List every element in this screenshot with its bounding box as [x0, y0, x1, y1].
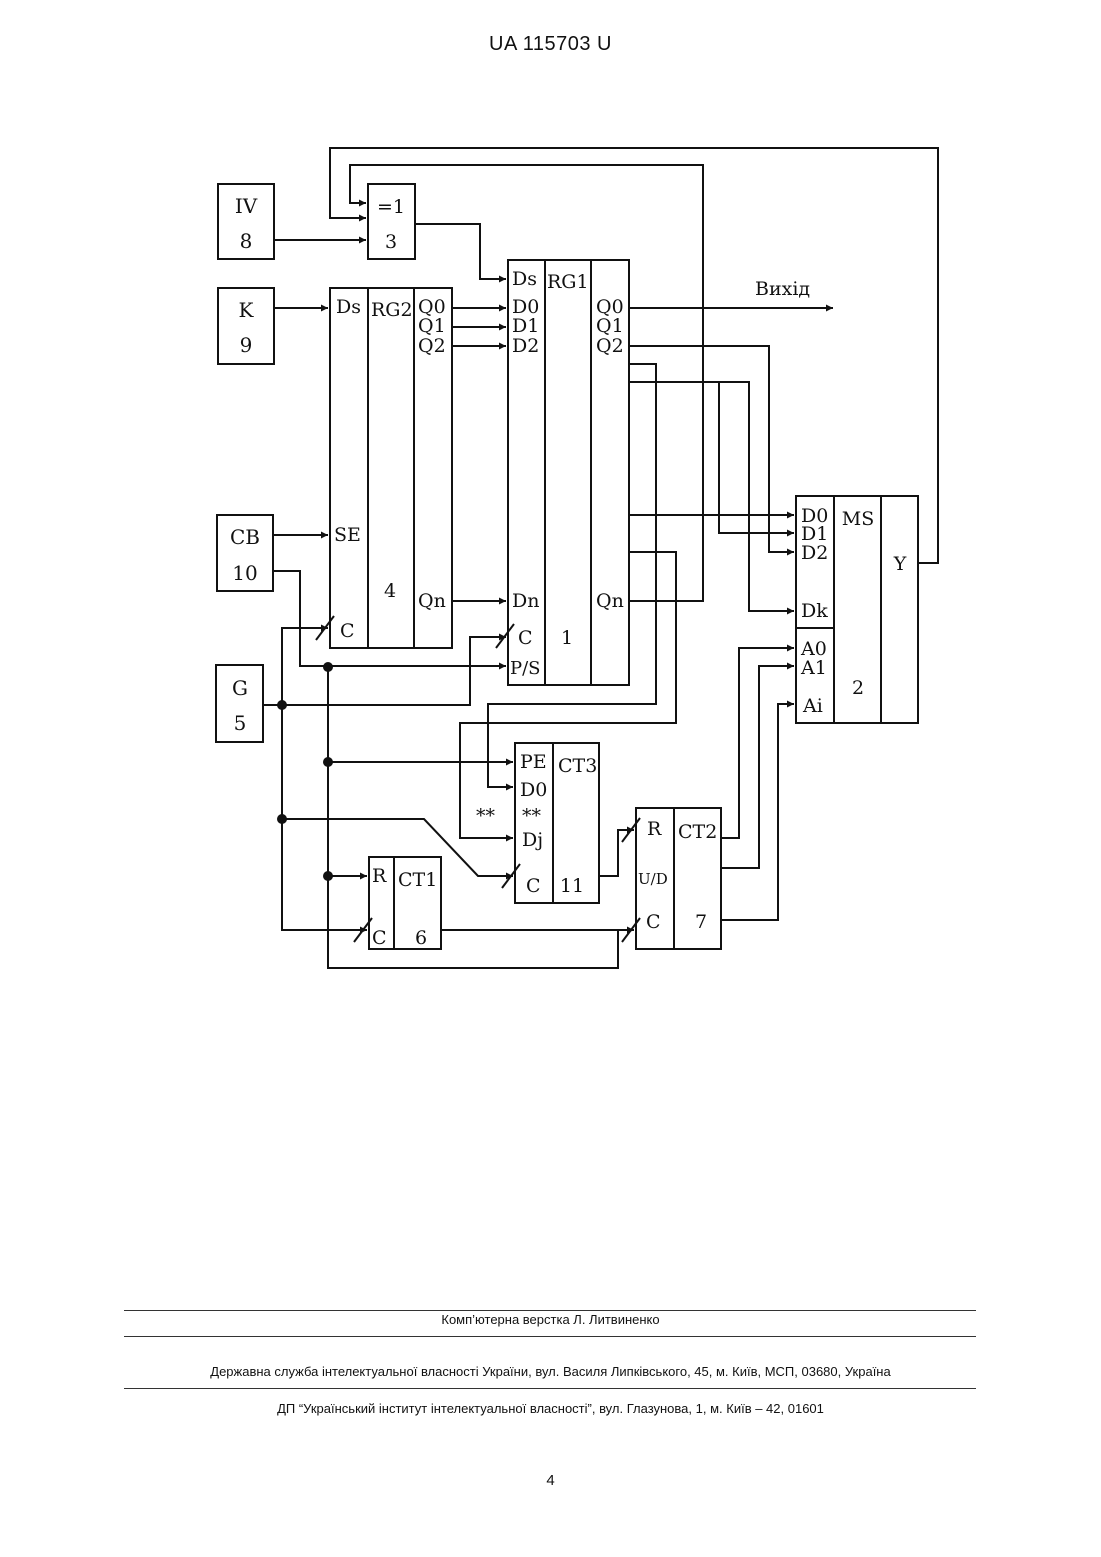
- ct1-r-label: R: [372, 865, 387, 887]
- ms-d2-label: D2: [801, 542, 828, 564]
- ct3-c-label: C: [526, 875, 541, 897]
- footer-rule-top: [124, 1310, 976, 1311]
- block-cb: CB 10: [217, 515, 273, 591]
- ct2-r-label: R: [647, 818, 662, 840]
- rg2-q2-label: Q2: [418, 335, 446, 357]
- block-rg2: Ds RG2 Q0 Q1 Q2 SE 4 Qn C: [330, 288, 452, 648]
- ct3-name: CT3: [558, 755, 597, 777]
- ms-number: 2: [852, 677, 864, 699]
- page-number: 4: [0, 1472, 1101, 1489]
- block-cb-name: CB: [230, 525, 260, 549]
- block-xor: =1 3: [368, 184, 415, 259]
- block-cb-number: 10: [232, 561, 257, 585]
- block-k-name: K: [239, 298, 255, 322]
- rg2-se-label: SE: [334, 524, 361, 546]
- rg1-number: 1: [561, 627, 573, 649]
- block-ct2: R CT2 U/D C 7: [636, 808, 721, 949]
- rg1-ps-label: P/S: [510, 658, 541, 679]
- ct3-stars-label: **: [522, 805, 542, 827]
- block-g-number: 5: [234, 711, 247, 735]
- ct3-d0-label: D0: [520, 779, 547, 801]
- ct2-c-label: C: [646, 911, 661, 933]
- block-xor-name: =1: [377, 196, 405, 218]
- footer-rule-bottom: [124, 1388, 976, 1389]
- block-k: K 9: [218, 288, 274, 364]
- rg2-c-label: C: [340, 620, 355, 642]
- rg1-qn-label: Qn: [596, 590, 624, 612]
- rg1-d2-label: D2: [512, 335, 539, 357]
- ct2-name: CT2: [678, 821, 717, 843]
- block-iv-number: 8: [240, 229, 253, 253]
- rg2-ds-label: Ds: [336, 296, 361, 318]
- ms-dk-label: Dk: [801, 600, 828, 622]
- block-g-name: G: [232, 676, 248, 700]
- rg1-ds-label: Ds: [512, 268, 537, 290]
- rg1-q2-label: Q2: [596, 335, 624, 357]
- block-rg1: Ds RG1 D0 D1 D2 Q0 Q1 Q2 Dn Qn C 1 P/S: [508, 260, 629, 685]
- ct2-ud-label: U/D: [638, 870, 668, 888]
- block-xor-number: 3: [385, 231, 397, 253]
- junction-dots: [277, 662, 333, 881]
- rg2-qn-label: Qn: [418, 590, 446, 612]
- ms-ai-label: Ai: [802, 695, 823, 717]
- block-k-number: 9: [240, 333, 253, 357]
- ct3-dj-label: Dj: [522, 829, 543, 851]
- ct2-number: 7: [695, 911, 707, 933]
- footer-rule-middle: [124, 1336, 976, 1337]
- rg1-name: RG1: [547, 271, 589, 293]
- rg1-c-label: C: [518, 627, 533, 649]
- ct3-number: 11: [560, 875, 584, 897]
- block-g: G 5: [216, 665, 263, 742]
- block-iv: IV 8: [218, 184, 274, 259]
- ms-a1-label: A1: [800, 657, 827, 679]
- rg2-number: 4: [384, 580, 396, 602]
- rg1-dn-label: Dn: [512, 590, 539, 612]
- ct1-number: 6: [415, 927, 427, 949]
- agency-address: Державна служба інтелектуальної власност…: [0, 1364, 1101, 1379]
- ct1-name: CT1: [398, 869, 437, 891]
- block-ct3: PE CT3 D0 ** Dj C 11: [515, 743, 599, 903]
- ct1-c-label: C: [372, 927, 387, 949]
- institute-address: ДП “Український інститут інтелектуальної…: [0, 1401, 1101, 1416]
- output-label: Вихід: [755, 278, 810, 300]
- ms-name: MS: [842, 508, 874, 530]
- block-ct1: R CT1 C 6: [369, 857, 441, 949]
- rg2-q1-label: Q1: [418, 315, 446, 337]
- rg1-q1-label: Q1: [596, 315, 624, 337]
- block-ms: D0 D1 D2 Dk A0 A1 Ai MS 2 Y: [796, 496, 918, 723]
- rg1-d1-label: D1: [512, 315, 539, 337]
- ct3-pe-label: PE: [520, 751, 547, 773]
- ct3-external-stars-label: **: [476, 805, 496, 827]
- ms-y-label: Y: [893, 553, 907, 575]
- rg2-name: RG2: [371, 299, 413, 321]
- block-iv-name: IV: [235, 194, 258, 218]
- layout-credit: Комп’ютерна верстка Л. Литвиненко: [0, 1312, 1101, 1327]
